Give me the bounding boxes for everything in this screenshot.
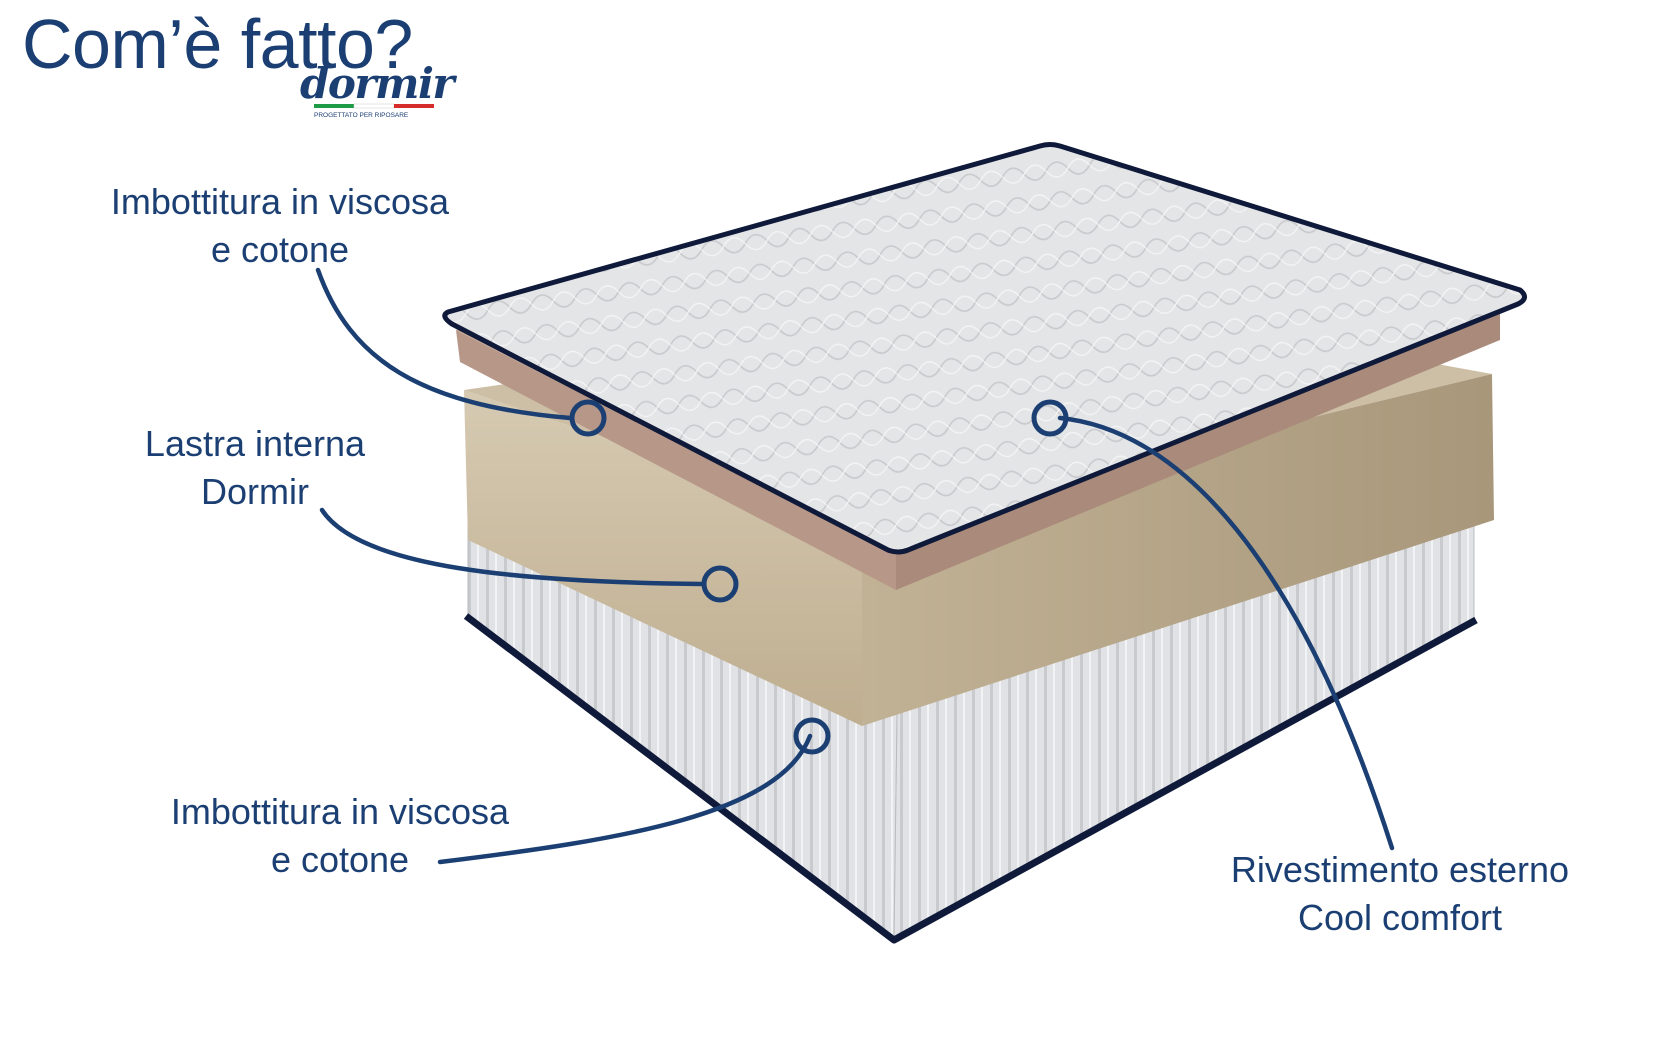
marker-inner-slab xyxy=(701,565,739,603)
top-quilted-cover xyxy=(442,142,1527,555)
label-outer-cover: Rivestimento esterno Cool comfort xyxy=(1180,846,1620,942)
marker-bottom-filling xyxy=(793,717,831,755)
leader-top-filling xyxy=(315,267,573,421)
label-line: Lastra interna xyxy=(144,423,366,464)
inner-slab-front xyxy=(464,390,862,726)
logo-flag-green xyxy=(314,104,354,108)
marker-outer-cover xyxy=(1031,399,1069,437)
markers xyxy=(569,399,1069,755)
logo-tagline: PROGETTATO PER RIPOSARE xyxy=(314,112,409,119)
label-line: Dormir xyxy=(201,471,309,512)
label-bottom-filling: Imbottitura in viscosa e cotone xyxy=(140,788,540,884)
marker-top-filling xyxy=(569,399,607,437)
page-title: Com’è fatto? xyxy=(22,5,413,83)
label-line: Imbottitura in viscosa xyxy=(170,791,510,832)
dormir-logo: dormir PROGETTATO PER RIPOSARE xyxy=(300,60,458,119)
inner-slab-side xyxy=(862,374,1494,726)
label-line: Cool comfort xyxy=(1297,897,1503,938)
leader-bottom-filling xyxy=(437,733,813,865)
label-line: e cotone xyxy=(270,839,410,880)
base-bottom-border xyxy=(463,613,1478,944)
logo-flag-white xyxy=(353,103,395,109)
label-inner-slab: Lastra interna Dormir xyxy=(100,420,410,516)
logo-wordmark: dormir xyxy=(300,60,457,108)
leader-inner-slab xyxy=(319,507,705,587)
leader-outer-cover xyxy=(1057,415,1395,851)
label-line: e cotone xyxy=(210,229,350,270)
label-line: Rivestimento esterno xyxy=(1230,849,1570,890)
leader-lines xyxy=(315,267,1395,865)
top-filling-side xyxy=(896,314,1500,590)
label-line: Imbottitura in viscosa xyxy=(110,181,450,222)
label-top-filling: Imbottitura in viscosa e cotone xyxy=(80,178,480,274)
top-filling-front xyxy=(456,330,896,590)
logo-flag-red xyxy=(394,104,434,108)
